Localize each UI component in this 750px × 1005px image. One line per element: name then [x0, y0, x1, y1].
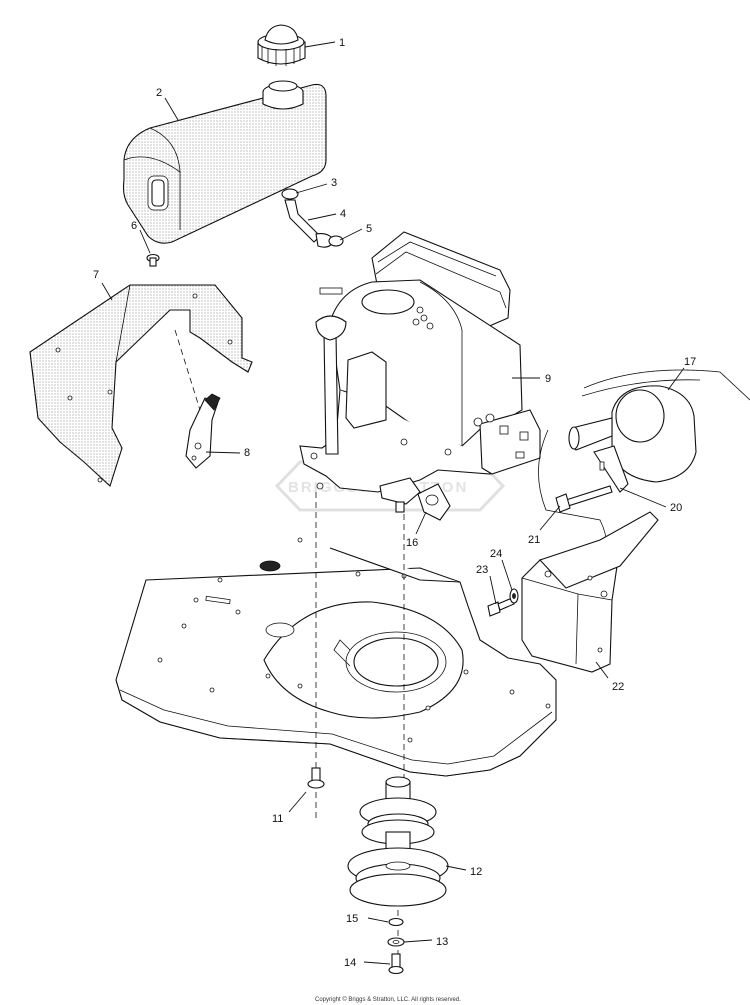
muffler-bracket[interactable] — [593, 445, 629, 493]
pulley-bolt[interactable] — [388, 953, 404, 975]
callout-5: 5 — [366, 223, 372, 235]
leader-lines — [101, 41, 685, 965]
callout-22: 22 — [612, 681, 624, 693]
callout-14: 14 — [344, 957, 356, 969]
callout-6: 6 — [131, 220, 137, 232]
fuel-tank[interactable] — [122, 80, 327, 244]
hose-clamp-lower — [328, 235, 344, 247]
callout-9: 9 — [545, 373, 551, 385]
muffler-bolt[interactable] — [555, 485, 613, 513]
heat-shield-bolt[interactable] — [487, 597, 515, 617]
fuel-line-assembly[interactable] — [281, 188, 344, 248]
heat-shield[interactable] — [521, 511, 659, 673]
callout-17: 17 — [684, 356, 696, 368]
callout-12: 12 — [470, 866, 482, 878]
callout-11: 11 — [272, 813, 283, 825]
callout-16: 16 — [406, 537, 418, 549]
callout-21: 21 — [528, 534, 540, 546]
callout-13: 13 — [436, 936, 448, 948]
pulley-key[interactable] — [388, 917, 404, 927]
engine-mounting-bolt[interactable] — [307, 767, 325, 789]
pulley-washer[interactable] — [387, 937, 405, 947]
callout-4: 4 — [340, 208, 346, 220]
copyright-notice: Copyright © Briggs & Stratton, LLC. All … — [315, 996, 461, 1003]
frame-plate — [115, 537, 557, 777]
engine[interactable] — [299, 231, 541, 513]
callout-labels: 1 2 3 4 5 6 7 8 9 17 20 21 22 23 24 16 1… — [93, 37, 696, 969]
fuel-tank-bracket[interactable] — [0, 284, 343, 487]
muffler-gasket[interactable] — [417, 483, 451, 521]
engine-pulley[interactable] — [347, 776, 449, 907]
fuel-cap[interactable] — [257, 24, 306, 66]
callout-1: 1 — [339, 37, 345, 49]
fuel-line — [284, 199, 321, 243]
callout-3: 3 — [331, 177, 337, 189]
throttle-control[interactable] — [174, 329, 221, 469]
callout-2: 2 — [156, 87, 162, 99]
hose-clamp-upper — [281, 188, 299, 200]
callout-23: 23 — [476, 564, 488, 576]
callout-24: 24 — [490, 548, 502, 560]
mounting-screw[interactable] — [146, 253, 160, 267]
callout-8: 8 — [244, 447, 250, 459]
heat-shield-washer[interactable] — [509, 588, 519, 604]
muffler[interactable] — [538, 369, 750, 561]
callout-20: 20 — [670, 502, 682, 514]
callout-15: 15 — [346, 913, 358, 925]
callout-7: 7 — [93, 269, 99, 281]
